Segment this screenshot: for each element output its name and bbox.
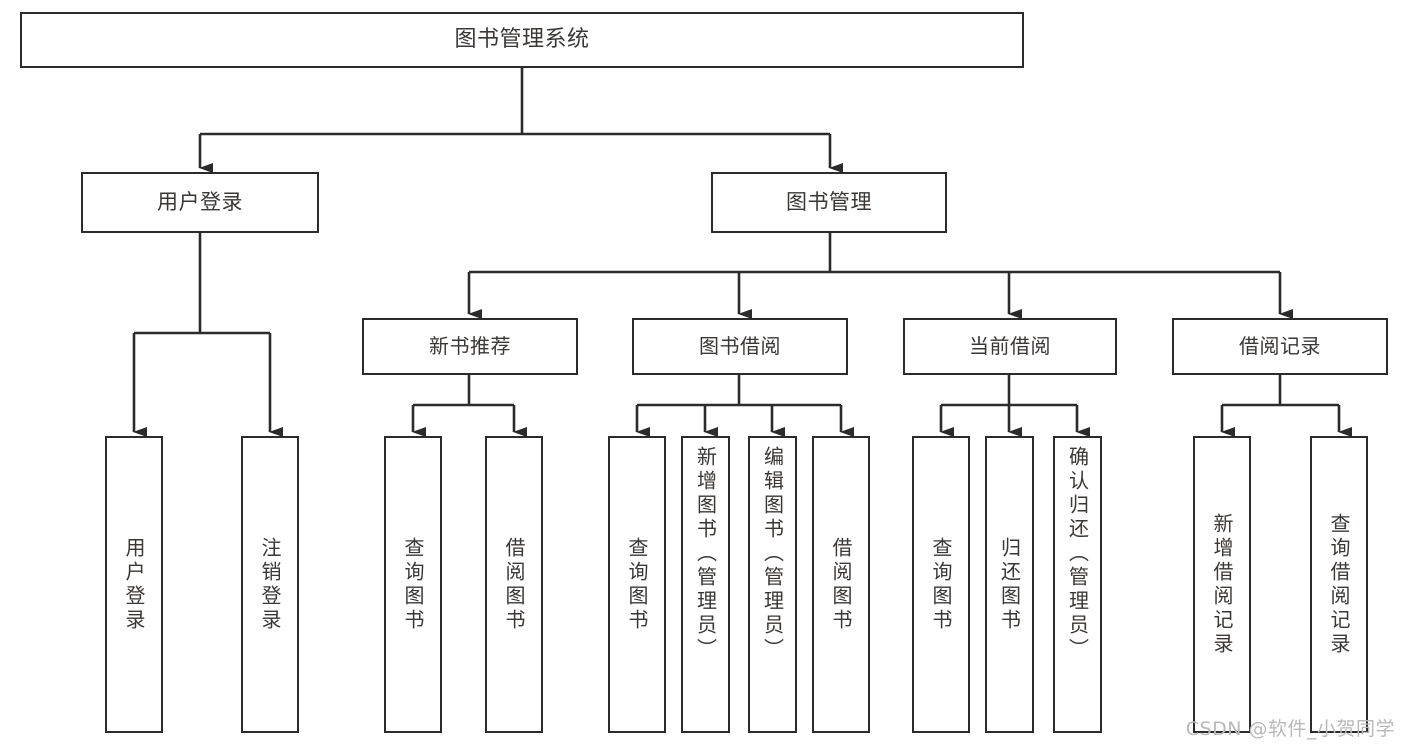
watermark-text: CSDN @软件_小贺同学: [1185, 718, 1395, 740]
leaf-edit-book-admin[interactable]: 编辑图书（管理员）: [748, 436, 797, 733]
node-new-book-recommendation[interactable]: 新书推荐: [362, 318, 578, 375]
leaf-query-book-current[interactable]: 查询图书: [912, 436, 970, 733]
leaf-query-book-recommendation[interactable]: 查询图书: [384, 436, 442, 733]
leaf-user-login[interactable]: 用户登录: [105, 436, 163, 733]
node-label: 查询借阅记录: [1327, 512, 1351, 657]
node-root-book-management-system[interactable]: 图书管理系统: [20, 12, 1024, 68]
leaf-return-book[interactable]: 归还图书: [985, 436, 1034, 733]
node-label: 当前借阅: [969, 334, 1051, 358]
node-label: 新增图书（管理员）: [693, 446, 718, 662]
node-label: 图书管理系统: [454, 27, 590, 53]
node-label: 归还图书: [997, 536, 1022, 633]
leaf-query-borrow-record[interactable]: 查询借阅记录: [1310, 436, 1368, 733]
leaf-borrow-book-recommendation[interactable]: 借阅图书: [485, 436, 543, 733]
node-label: 确认归还（管理员）: [1065, 446, 1090, 662]
node-label: 新书推荐: [429, 334, 511, 358]
node-label: 用户登录: [157, 190, 243, 215]
leaf-confirm-return-admin[interactable]: 确认归还（管理员）: [1053, 436, 1102, 733]
node-label: 借阅记录: [1239, 334, 1321, 358]
node-label: 查询图书: [401, 536, 425, 633]
leaf-logout[interactable]: 注销登录: [241, 436, 299, 733]
node-label: 用户登录: [122, 536, 146, 633]
node-label: 编辑图书（管理员）: [760, 446, 785, 662]
node-book-management[interactable]: 图书管理: [711, 172, 947, 233]
node-user-login[interactable]: 用户登录: [81, 172, 319, 233]
node-label: 注销登录: [258, 536, 282, 633]
node-label: 新增借阅记录: [1210, 512, 1234, 657]
node-label: 图书借阅: [699, 334, 781, 358]
node-borrowing-record[interactable]: 借阅记录: [1172, 318, 1388, 375]
leaf-borrow-book[interactable]: 借阅图书: [812, 436, 870, 733]
node-label: 查询图书: [929, 536, 953, 633]
leaf-add-book-admin[interactable]: 新增图书（管理员）: [681, 436, 730, 733]
node-current-borrowing[interactable]: 当前借阅: [903, 318, 1117, 375]
node-label: 借阅图书: [829, 536, 853, 633]
node-label: 查询图书: [625, 536, 649, 633]
node-label: 借阅图书: [502, 536, 526, 633]
node-book-borrowing[interactable]: 图书借阅: [632, 318, 848, 375]
leaf-add-borrow-record[interactable]: 新增借阅记录: [1193, 436, 1251, 733]
leaf-query-book-borrowing[interactable]: 查询图书: [608, 436, 666, 733]
node-label: 图书管理: [786, 190, 872, 215]
